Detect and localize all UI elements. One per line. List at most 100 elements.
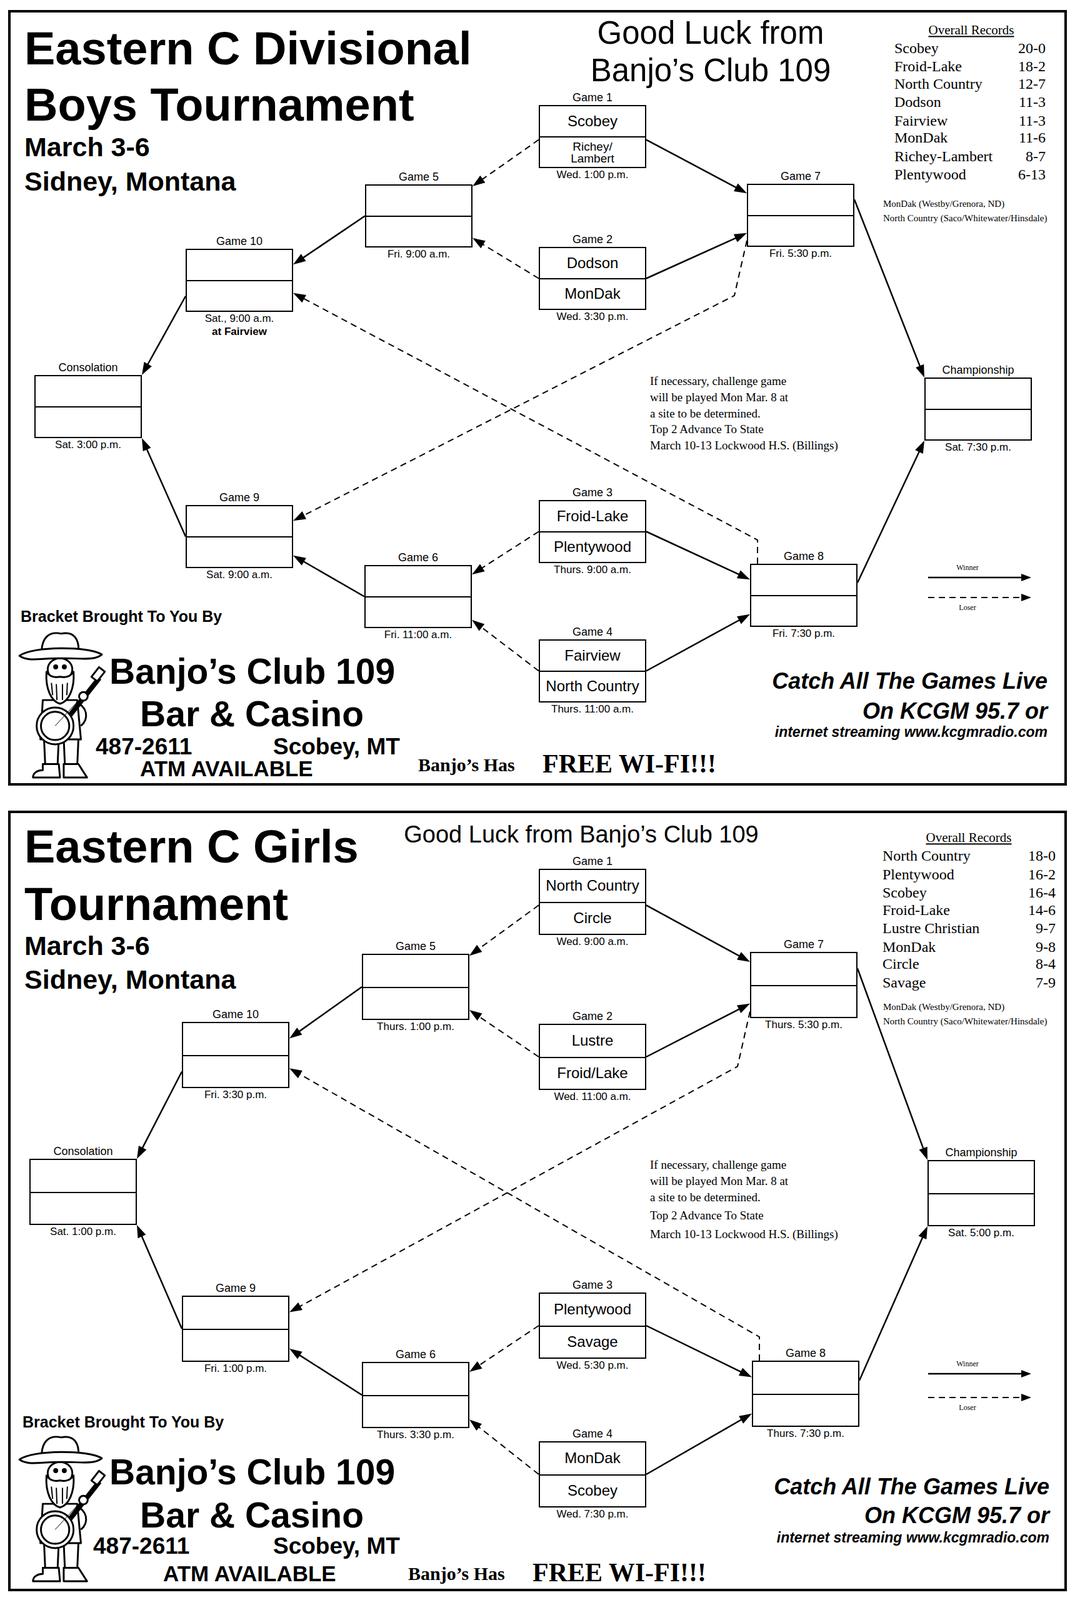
team-name: Richey/ Lambert: [564, 140, 621, 165]
team-slot: [366, 185, 472, 216]
team-slot: Scobey: [540, 106, 645, 137]
game-box: Game 7Fri. 5:30 p.m.: [746, 183, 855, 247]
game-label: Game 7: [780, 170, 821, 184]
arrow-head: [1021, 573, 1032, 582]
game-box: Game 8Fri. 7:30 p.m.: [750, 563, 858, 627]
connector-line: [646, 531, 742, 577]
arrow-head: [471, 563, 485, 575]
connector-line: [928, 1396, 1025, 1399]
game-label: Game 6: [395, 1348, 436, 1362]
game-label: Game 1: [572, 855, 613, 869]
loser-arrow: [472, 140, 539, 187]
connector-line: [928, 576, 1025, 579]
game-time: Thurs. 9:00 a.m.: [553, 563, 632, 577]
tournament-title: Eastern C Girls Tournament: [24, 818, 400, 934]
game-label: Game 3: [572, 486, 613, 500]
game-label: Game 5: [398, 170, 439, 185]
sponsor-name: Bar & Casino: [140, 692, 364, 735]
game-label: Game 1: [572, 91, 613, 105]
record-team: Savage: [882, 973, 926, 992]
sponsor-name: Bar & Casino: [140, 1493, 364, 1537]
cowboy-illustration: [14, 627, 107, 782]
record-value: 6-13: [1018, 165, 1046, 184]
loser-arrow: [472, 238, 539, 279]
game-time: Sat. 3:00 p.m.: [55, 438, 122, 452]
team-name: MonDak: [564, 1450, 620, 1467]
game-time: Thurs. 3:30 p.m.: [376, 1428, 455, 1442]
winner-arrow: [857, 440, 925, 583]
connector-line: [928, 1373, 1025, 1375]
connector-line: [480, 242, 539, 279]
game-box: ConsolationSat. 1:00 p.m.: [29, 1158, 137, 1225]
arrow-head: [733, 233, 747, 243]
game-box: Game 5Fri. 9:00 a.m.: [365, 184, 473, 248]
team-slot: [186, 506, 292, 537]
arrow-head: [1021, 593, 1032, 602]
game-label: Game 8: [785, 1346, 826, 1361]
arrow-head: [915, 440, 925, 454]
connector-line: [476, 1325, 539, 1367]
winner-arrow: [646, 531, 750, 580]
sponsor-note: FREE WI-FI!!!: [532, 1556, 707, 1589]
winner-arrow: [289, 986, 362, 1039]
arrow-head: [293, 555, 307, 566]
game-box: ConsolationSat. 3:00 p.m.: [34, 375, 142, 439]
loser-arrow: [471, 531, 539, 575]
connector-line: [854, 199, 922, 370]
legend-winner-sample: [928, 1370, 1032, 1378]
arrow-head: [472, 238, 486, 249]
state-note: March 10-13 Lockwood H.S. (Billings): [650, 438, 839, 454]
team-name: Plentywood: [553, 538, 632, 555]
team-slot: [183, 1296, 289, 1329]
team-slot: [35, 406, 141, 437]
game-time: Wed. 1:00 p.m.: [556, 168, 629, 182]
loser-arrow: [471, 620, 539, 672]
legend-winner-sample: [928, 573, 1032, 582]
tournament-title: Eastern C Divisional Boys Tournament: [24, 20, 525, 134]
tournament-site: Sidney, Montana: [24, 963, 236, 996]
arrow-head: [733, 183, 747, 194]
record-value: 18-2: [1018, 57, 1046, 76]
game-box: Game 10Sat., 9:00 a.m.at Fairview: [185, 248, 294, 312]
team-slot: [365, 596, 471, 627]
game-time: Sat. 9:00 a.m.: [206, 568, 273, 582]
record-value: 11-3: [1018, 111, 1046, 130]
team-slot: [363, 986, 469, 1019]
state-note: March 10-13 Lockwood H.S. (Billings): [650, 1227, 839, 1242]
winner-arrow: [293, 555, 365, 597]
game-label: Game 7: [783, 938, 824, 952]
game-label: Game 4: [572, 1427, 613, 1442]
sponsor-note: FREE WI-FI!!!: [542, 748, 717, 780]
arrow-head: [472, 175, 485, 187]
arrow-head: [289, 1027, 302, 1039]
arrow-head: [736, 1003, 750, 1014]
connector-line: [479, 140, 539, 182]
arrow-head: [289, 1302, 303, 1313]
winner-arrow: [136, 1071, 182, 1160]
record-team: Dodson: [894, 93, 942, 112]
connector-line: [146, 296, 186, 368]
connector-line: [300, 216, 365, 260]
tournament-dates: March 3-6: [24, 929, 150, 962]
record-team: North Country: [894, 75, 983, 94]
game-time: Thurs. 11:00 a.m.: [551, 703, 634, 716]
team-slot: North Country: [540, 670, 645, 702]
tournament-site: Sidney, Montana: [24, 165, 236, 198]
loser-arrow: [469, 1419, 539, 1475]
sponsor-intro: Bracket Brought To You By: [22, 1412, 224, 1432]
game-box: LustreFroid/LakeGame 2Wed. 11:00 a.m.: [538, 1023, 647, 1090]
winner-arrow: [857, 968, 928, 1161]
connector-line: [296, 1353, 362, 1395]
state-note: Top 2 Advance To State: [650, 1208, 764, 1224]
record-value: 7-9: [1035, 973, 1056, 992]
record-value: 9-8: [1035, 938, 1056, 957]
game-box: Game 7Thurs. 5:30 p.m.: [750, 951, 858, 1019]
team-name: Lustre: [571, 1032, 614, 1049]
team-name: Scobey: [567, 113, 618, 130]
team-name: Scobey: [567, 1482, 618, 1499]
team-name: North Country: [545, 678, 639, 695]
game-label: Game 10: [212, 1008, 259, 1022]
game-time: Sat. 5:00 p.m.: [948, 1226, 1015, 1240]
winner-arrow: [854, 199, 925, 378]
